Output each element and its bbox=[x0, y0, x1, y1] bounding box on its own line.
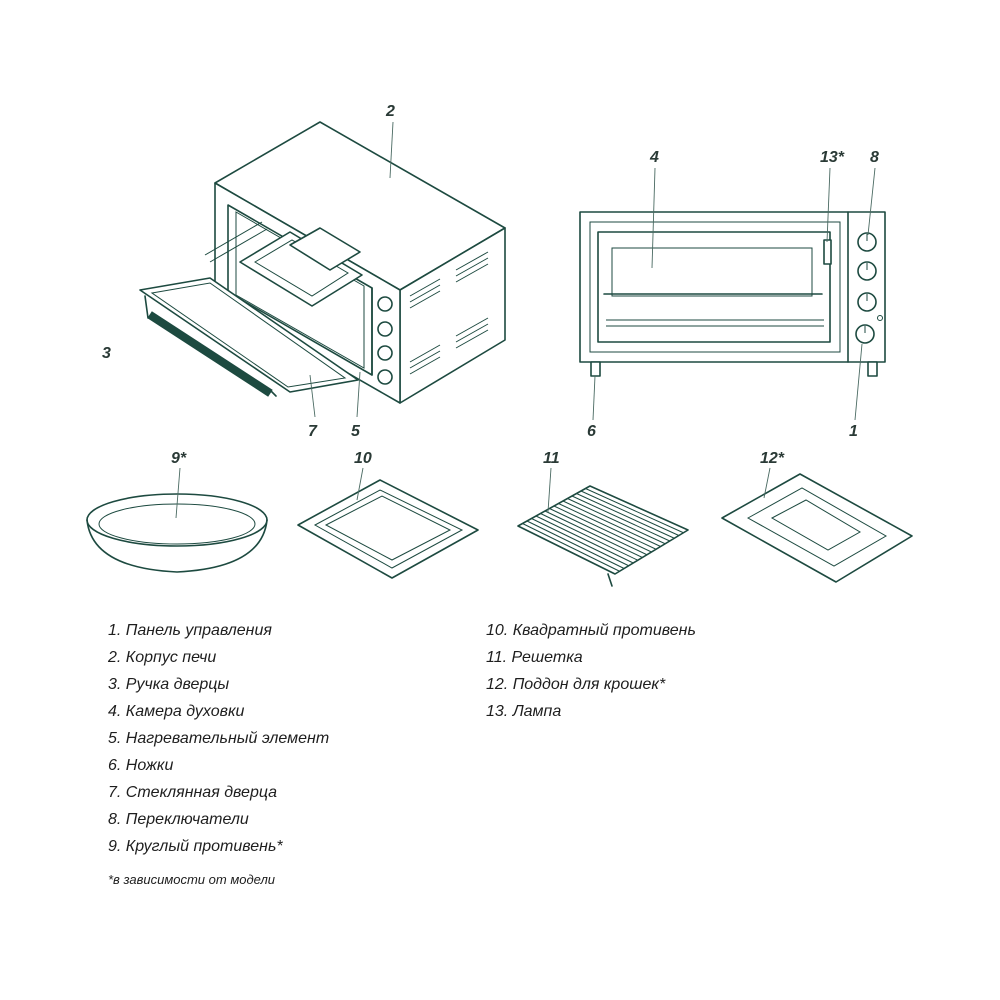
callout-6: 6 bbox=[587, 423, 596, 440]
legend-item: 6. Ножки bbox=[108, 757, 174, 774]
square-tray-drawing bbox=[297, 479, 479, 579]
callout-4: 4 bbox=[650, 149, 659, 166]
legend-item: 1. Панель управления bbox=[108, 622, 272, 639]
callout-13: 13* bbox=[820, 149, 845, 166]
callout-2: 2 bbox=[386, 103, 395, 120]
legend-item: 2. Корпус печи bbox=[108, 649, 217, 666]
round-pan-drawing bbox=[86, 493, 268, 573]
callout-12: 12* bbox=[760, 450, 785, 467]
callout-9: 9* bbox=[171, 450, 187, 467]
wire-rack-drawing bbox=[517, 485, 689, 587]
oven-isometric-drawing bbox=[139, 121, 506, 404]
oven-parts-diagram bbox=[86, 121, 913, 587]
legend-item: 8. Переключатели bbox=[108, 811, 249, 828]
callout-1: 1 bbox=[849, 423, 858, 440]
oven-front-drawing bbox=[579, 211, 886, 377]
legend-item: 4. Камера духовки bbox=[108, 703, 245, 720]
legend-item: 7. Стеклянная дверца bbox=[108, 784, 278, 801]
legend-item: 5. Нагревательный элемент bbox=[108, 730, 330, 747]
legend-item: 11. Решетка bbox=[486, 649, 583, 666]
legend-item: 3. Ручка дверцы bbox=[108, 676, 230, 693]
callout-11: 11 bbox=[543, 450, 560, 467]
legend-item: 10. Квадратный противень bbox=[486, 622, 696, 639]
legend-left-column: 1. Панель управления 2. Корпус печи 3. Р… bbox=[108, 617, 329, 860]
callout-5: 5 bbox=[351, 423, 360, 440]
callout-8: 8 bbox=[870, 149, 879, 166]
legend-item: 13. Лампа bbox=[486, 703, 562, 720]
callout-3: 3 bbox=[102, 345, 111, 362]
legend-right-column: 10. Квадратный противень 11. Решетка 12.… bbox=[486, 617, 696, 725]
leader-lines bbox=[175, 121, 876, 519]
callout-7: 7 bbox=[308, 423, 317, 440]
footnote: *в зависимости от модели bbox=[108, 872, 276, 887]
crumb-tray-drawing bbox=[721, 473, 913, 583]
legend-item: 9. Круглый противень* bbox=[108, 838, 283, 855]
callout-10: 10 bbox=[354, 450, 372, 467]
legend-item: 12. Поддон для крошек* bbox=[486, 676, 666, 693]
